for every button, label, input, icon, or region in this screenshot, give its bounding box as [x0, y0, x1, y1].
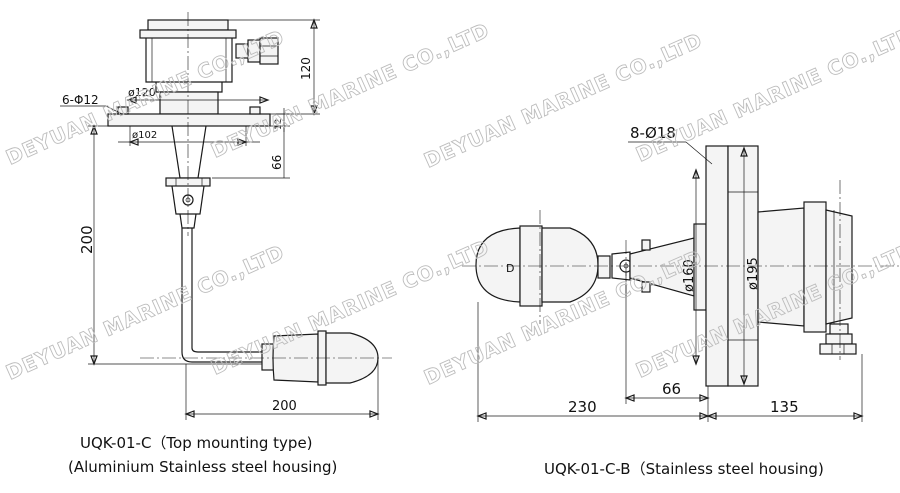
watermark-layer: DEYUAN MARINE CO.,LTD DEYUAN MARINE CO.,…	[2, 17, 900, 390]
dim-vertical-200: 200	[78, 225, 96, 254]
dim-dia-195: ø195	[746, 257, 761, 290]
dim-flange-12: 12	[274, 119, 284, 130]
right-drawing-side-mount: D 8-Ø18	[462, 124, 900, 422]
dim-135: 135	[770, 398, 799, 416]
dim-height-120: 120	[299, 57, 313, 80]
dim-dia-102: ø102	[132, 130, 157, 141]
dim-66-right: 66	[662, 380, 681, 398]
dim-holes-8-18: 8-Ø18	[630, 124, 676, 142]
right-caption: UQK-01-C-B（Stainless steel housing)	[544, 460, 824, 478]
dim-66-left: 66	[270, 155, 284, 170]
dim-dia-160: ø160	[682, 259, 697, 292]
dim-dia-120: ø120	[128, 86, 156, 99]
left-drawing-top-mount: 120 66 12 ø120 6-Φ12 ø102 200	[60, 12, 392, 420]
dim-holes-6-12: 6-Φ12	[62, 93, 99, 107]
left-caption-line2: (Aluminium Stainless steel housing)	[68, 458, 338, 476]
dim-230: 230	[568, 398, 597, 416]
float-mark: D	[506, 262, 514, 275]
left-caption-line1: UQK-01-C（Top mounting type)	[80, 434, 313, 452]
dim-horizontal-200: 200	[272, 399, 297, 414]
